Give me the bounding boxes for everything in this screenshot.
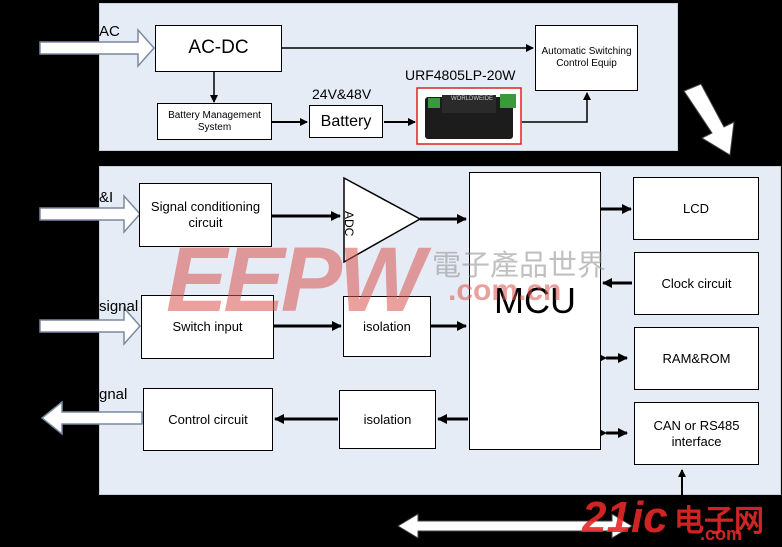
analog-input-arrow <box>39 194 142 234</box>
corner-domain-watermark: .com <box>700 524 743 544</box>
clock-circuit-box: Clock circuit <box>634 252 759 315</box>
isolation-out-label: isolation <box>363 411 412 427</box>
bms-label: Battery Management System <box>168 109 261 133</box>
eepw-watermark: EEPW <box>166 229 425 331</box>
switching-control-box: Automatic Switching Control Equip <box>535 25 638 91</box>
power-module-image <box>416 87 522 145</box>
lcd-box: LCD <box>633 177 759 240</box>
signal-conditioning-label: Signal conditioning circuit <box>150 199 261 230</box>
eepw-domain-watermark: .com.cn <box>448 274 562 307</box>
control-circuit-box: Control circuit <box>143 388 273 451</box>
battery-box: Battery <box>309 105 383 138</box>
eepw-chinese-watermark: 電子產品世界 <box>432 248 607 282</box>
adc-triangle <box>343 176 422 264</box>
acdc-box: AC-DC <box>155 25 282 72</box>
can-rs485-box: CAN or RS485 interface <box>634 402 759 465</box>
ac-input-arrow <box>39 28 156 68</box>
battery-label: Battery <box>320 112 372 130</box>
acdc-label: AC-DC <box>188 37 249 59</box>
analog-input-label: &I <box>99 189 114 206</box>
signal-conditioning-box: Signal conditioning circuit <box>139 183 272 247</box>
diagonal-arrow <box>683 83 735 156</box>
lcd-label: LCD <box>682 200 709 216</box>
module-print-text: WORLDWEIDE <box>451 96 493 102</box>
ac-input-label: AC <box>99 23 120 40</box>
control-signal-output-arrow <box>40 400 143 436</box>
ram-rom-box: RAM&ROM <box>634 327 759 390</box>
isolation-in-label: isolation <box>363 318 411 334</box>
switch-signal-input-arrow <box>39 306 142 346</box>
clock-circuit-label: Clock circuit <box>661 275 732 291</box>
digital-input-label: signal <box>99 298 139 315</box>
corner-chinese-watermark: 电子网 <box>674 505 764 538</box>
can-rs485-label: CAN or RS485 interface <box>653 417 740 449</box>
mcu-label: MCU <box>494 280 576 322</box>
switch-input-label: Switch input <box>172 319 243 335</box>
mcu-box: MCU <box>469 172 601 450</box>
bms-box: Battery Management System <box>157 103 272 140</box>
bottom-double-arrow <box>397 513 633 539</box>
isolation-in-box: isolation <box>343 296 431 357</box>
digital-output-label: gnal <box>99 386 128 403</box>
voltage-label: 24V&48V <box>312 86 372 102</box>
control-circuit-label: Control circuit <box>168 411 248 427</box>
corner-brand-watermark: 21ic <box>582 493 668 542</box>
switching-control-label: Automatic Switching Control Equip <box>541 46 632 69</box>
module-model-label: URF4805LP-20W <box>405 67 516 83</box>
switch-input-box: Switch input <box>141 295 274 359</box>
isolation-out-box: isolation <box>339 390 436 449</box>
ram-rom-label: RAM&ROM <box>662 350 731 366</box>
